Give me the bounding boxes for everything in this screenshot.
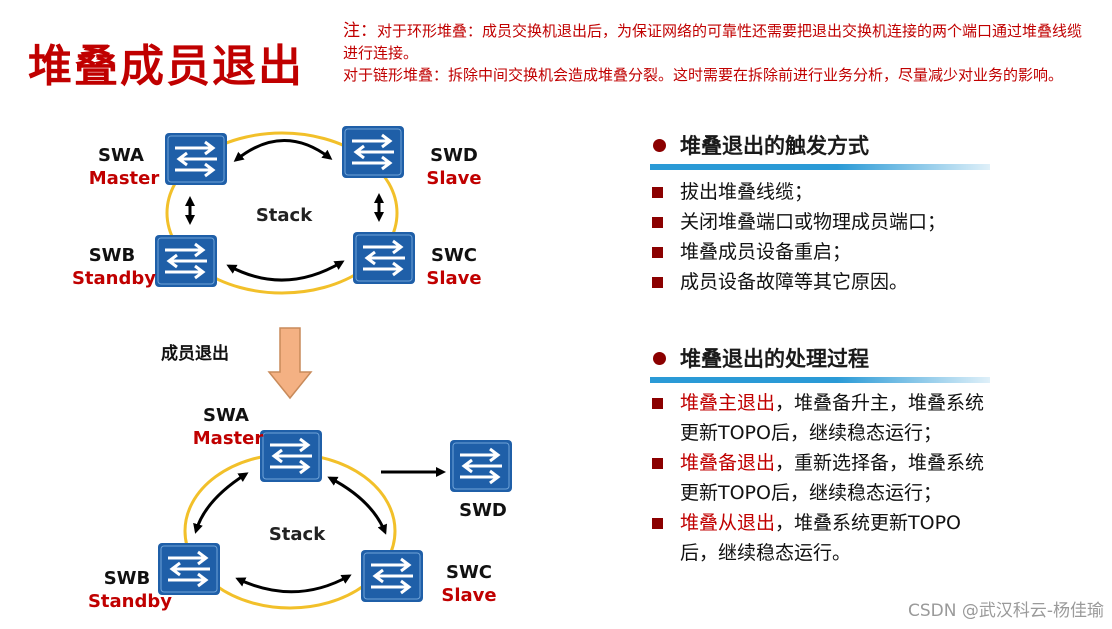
list-item-highlight: 堆叠主退出 xyxy=(680,392,776,414)
stack-link-arrow xyxy=(233,139,333,162)
stack-link-arrow xyxy=(327,476,387,535)
square-bullet-icon xyxy=(652,277,663,288)
switch-icon xyxy=(153,233,219,289)
list-item: 拔出堆叠线缆； xyxy=(650,177,995,207)
swa-name: SWA xyxy=(203,405,249,426)
list-item-text: 关闭堆叠端口或物理成员端口； xyxy=(680,211,947,233)
list-item: 堆叠成员设备重启； xyxy=(650,237,995,267)
square-bullet-icon xyxy=(652,518,663,529)
process-list: 堆叠主退出，堆叠备升主，堆叠系统更新TOPO后，继续稳态运行； 堆叠备退出，重新… xyxy=(650,388,995,568)
swb-name: SWB xyxy=(104,568,151,589)
square-bullet-icon xyxy=(652,247,663,258)
bullet-dot-icon xyxy=(653,351,666,365)
heading-underline xyxy=(650,164,990,170)
switch-icon xyxy=(448,438,514,494)
switch-icon xyxy=(156,541,222,597)
list-item-text: 拔出堆叠线缆； xyxy=(680,181,814,203)
swd-role: Slave xyxy=(426,168,481,189)
swb-role: Standby xyxy=(72,268,156,289)
stack-label: Stack xyxy=(256,205,313,226)
list-item-text: ，堆叠系统更新TOPO后，继续稳态运行。 xyxy=(680,512,961,564)
stack-diagram: Stack SWA Master SWD Slave SWB Standby S… xyxy=(72,124,514,612)
swc-name: SWC xyxy=(431,245,477,266)
swc-name: SWC xyxy=(446,562,492,583)
list-item: 关闭堆叠端口或物理成员端口； xyxy=(650,207,995,237)
process-section: 堆叠退出的处理过程 堆叠主退出，堆叠备升主，堆叠系统更新TOPO后，继续稳态运行… xyxy=(650,341,995,568)
list-item: 堆叠主退出，堆叠备升主，堆叠系统更新TOPO后，继续稳态运行； xyxy=(650,388,995,448)
swc-role: Slave xyxy=(426,268,481,289)
switch-icon xyxy=(258,428,324,484)
stack-link-arrow xyxy=(193,472,249,534)
trigger-list: 拔出堆叠线缆； 关闭堆叠端口或物理成员端口； 堆叠成员设备重启； 成员设备故障等… xyxy=(650,177,995,297)
swd-name: SWD xyxy=(430,145,478,166)
swd-name: SWD xyxy=(459,500,507,521)
list-item-text: ，重新选择备，堆叠系统更新TOPO后，继续稳态运行； xyxy=(680,452,985,504)
list-item-highlight: 堆叠备退出 xyxy=(680,452,776,474)
stack-label: Stack xyxy=(269,524,326,545)
note-lead: 注： xyxy=(343,21,377,41)
list-item-highlight: 堆叠从退出 xyxy=(680,512,776,534)
trigger-section: 堆叠退出的触发方式 拔出堆叠线缆； 关闭堆叠端口或物理成员端口； 堆叠成员设备重… xyxy=(650,128,995,297)
down-arrow-icon xyxy=(267,327,313,400)
watermark: CSDN @武汉科云-杨佳瑜 xyxy=(907,601,1104,621)
switch-icon xyxy=(351,230,417,286)
swb-name: SWB xyxy=(89,245,136,266)
square-bullet-icon xyxy=(652,398,663,409)
heading-underline xyxy=(650,377,990,383)
square-bullet-icon xyxy=(652,187,663,198)
list-item: 堆叠备退出，重新选择备，堆叠系统更新TOPO后，继续稳态运行； xyxy=(650,448,995,508)
switch-icon xyxy=(340,124,406,180)
list-item: 成员设备故障等其它原因。 xyxy=(650,267,995,297)
swb-role: Standby xyxy=(88,591,172,612)
trigger-heading-text: 堆叠退出的触发方式 xyxy=(680,134,869,158)
note-box: 注：对于环形堆叠：成员交换机退出后，为保证网络的可靠性还需要把退出交换机连接的两… xyxy=(343,20,1091,86)
switch-icon xyxy=(359,548,425,604)
transition-label: 成员退出 xyxy=(161,343,229,364)
bullet-dot-icon xyxy=(653,138,666,152)
stack-link-arrow xyxy=(226,260,345,282)
process-heading-text: 堆叠退出的处理过程 xyxy=(680,347,869,371)
note-chain: 对于链形堆叠：拆除中间交换机会造成堆叠分裂。这时需要在拆除前进行业务分析，尽量减… xyxy=(343,66,1064,84)
list-item-text: ，堆叠备升主，堆叠系统更新TOPO后，继续稳态运行； xyxy=(680,392,985,444)
process-heading: 堆叠退出的处理过程 xyxy=(650,341,995,375)
page-title: 堆叠成员退出 xyxy=(28,41,304,92)
list-item-text: 成员设备故障等其它原因。 xyxy=(680,271,909,293)
swc-role: Slave xyxy=(441,585,496,606)
trigger-heading: 堆叠退出的触发方式 xyxy=(650,128,995,162)
swa-name: SWA xyxy=(98,145,144,166)
swa-role: Master xyxy=(193,428,264,449)
switch-icon xyxy=(163,131,229,187)
list-item-text: 堆叠成员设备重启； xyxy=(680,241,852,263)
swa-role: Master xyxy=(89,168,160,189)
stack-link-arrow xyxy=(235,574,352,594)
note-ring: 对于环形堆叠：成员交换机退出后，为保证网络的可靠性还需要把退出交换机连接的两个端… xyxy=(343,22,1083,62)
list-item: 堆叠从退出，堆叠系统更新TOPO后，继续稳态运行。 xyxy=(650,508,995,568)
square-bullet-icon xyxy=(652,217,663,228)
square-bullet-icon xyxy=(652,458,663,469)
stack-ring-top xyxy=(165,131,399,295)
